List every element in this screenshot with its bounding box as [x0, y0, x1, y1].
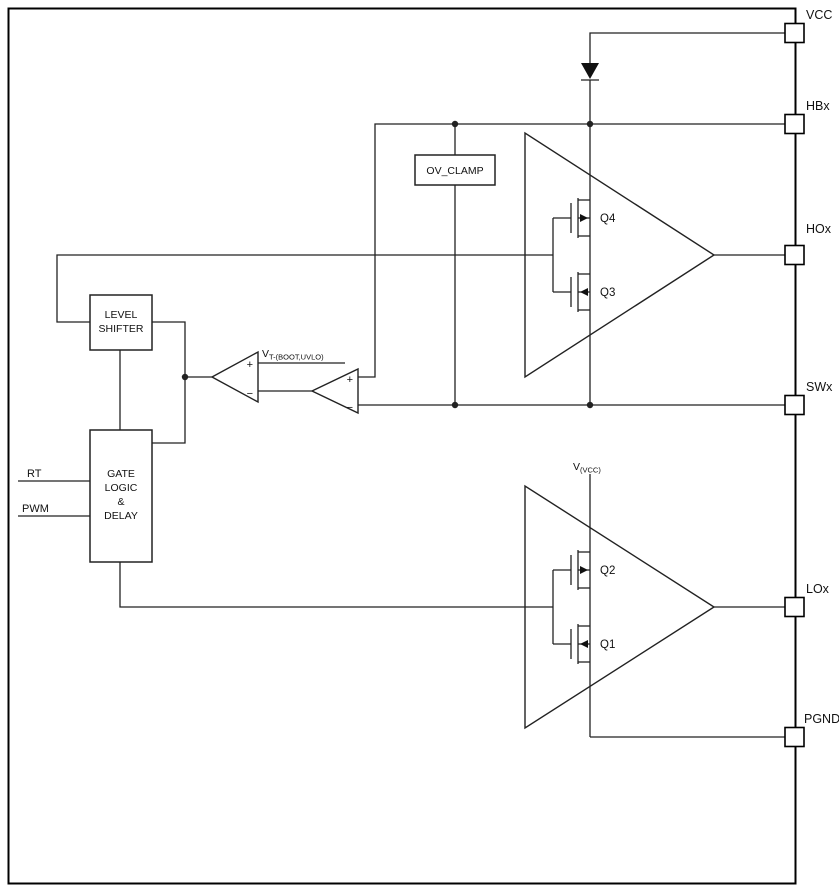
pin-hbx: HBx [784, 99, 830, 135]
pin-square-pgnd [784, 726, 805, 748]
pin-hox: HOx [784, 222, 832, 266]
pin-square-hox [784, 244, 805, 266]
junction-dot [586, 401, 594, 409]
gate-logic-block: GATE LOGIC & DELAY [89, 429, 153, 563]
gate-logic-label-line2: LOGIC [105, 482, 138, 494]
transistor-label-q1: Q1 [600, 639, 615, 651]
pin-square-vcc [784, 22, 805, 44]
level-shifter-label-line2: SHIFTER [99, 323, 144, 335]
nets [18, 32, 785, 738]
pin-lox: LOx [784, 582, 830, 618]
q2-arrow-icon [580, 566, 588, 574]
pin-vcc: VCC [784, 8, 832, 44]
net-label-vcc-supply: V(VCC) [573, 461, 601, 475]
pin-square-lox [784, 596, 805, 618]
level-shifter-block: LEVEL SHIFTER [89, 294, 153, 351]
pin-square-swx [784, 394, 805, 416]
pin-label-pgnd: PGND [804, 712, 839, 726]
junction-dot [451, 401, 459, 409]
mosfet-q2 [553, 550, 590, 590]
junction-dot [181, 373, 189, 381]
q1-arrow-icon [580, 640, 588, 648]
vcc-trace [589, 32, 785, 63]
pin-square-hbx [784, 113, 805, 135]
gate-logic-label-line1: GATE [107, 468, 135, 480]
bootstrap-diode-icon [581, 63, 599, 79]
transistor-label-q2: Q2 [600, 565, 615, 577]
comparator1-triangle [210, 350, 259, 404]
comparator1-minus-sign: − [247, 388, 253, 400]
ov-clamp-block: OV_CLAMP [414, 154, 496, 186]
comparator2-triangle [310, 367, 359, 415]
pin-pgnd: PGND [784, 712, 839, 748]
level-shifter-label-line1: LEVEL [105, 309, 138, 321]
input-label-pwm: PWM [22, 503, 49, 515]
input-label-rt: RT [27, 468, 42, 480]
mosfet-q1 [553, 624, 590, 664]
ov-clamp-label: OV_CLAMP [426, 165, 483, 177]
q4-arrow-icon [580, 214, 588, 222]
high-side-gate-trace [56, 254, 553, 323]
comparator-1: + − [210, 350, 259, 404]
comparator-2: + − [310, 367, 359, 415]
gate-logic-label-line3: & [117, 496, 124, 508]
ov-clamp-box [414, 154, 496, 186]
net-label-vt-threshold: VT-(BOOT,UVLO) [262, 348, 324, 362]
pin-label-vcc: VCC [806, 8, 832, 22]
level-shifter-box [89, 294, 153, 351]
pin-label-hbx: HBx [806, 99, 830, 113]
gate-logic-label-line4: DELAY [104, 510, 138, 522]
hbx-trace [358, 123, 785, 378]
transistor-label-q4: Q4 [600, 213, 616, 225]
low-side-gate-trace [119, 562, 553, 608]
q3-arrow-icon [580, 288, 588, 296]
pin-label-lox: LOx [806, 582, 830, 596]
pin-label-hox: HOx [806, 222, 832, 236]
mosfet-q3 [553, 272, 590, 312]
comparator-output-bus [152, 321, 186, 444]
comparator2-minus-sign: − [347, 402, 353, 414]
gate-logic-box [89, 429, 153, 563]
junction-dot [586, 120, 594, 128]
comparator2-plus-sign: + [347, 374, 353, 386]
pin-label-swx: SWx [806, 380, 833, 394]
mosfet-q4 [553, 198, 590, 238]
pin-swx: SWx [784, 380, 833, 416]
transistor-label-q3: Q3 [600, 287, 615, 299]
comparator1-plus-sign: + [247, 359, 253, 371]
junction-dot [451, 120, 459, 128]
